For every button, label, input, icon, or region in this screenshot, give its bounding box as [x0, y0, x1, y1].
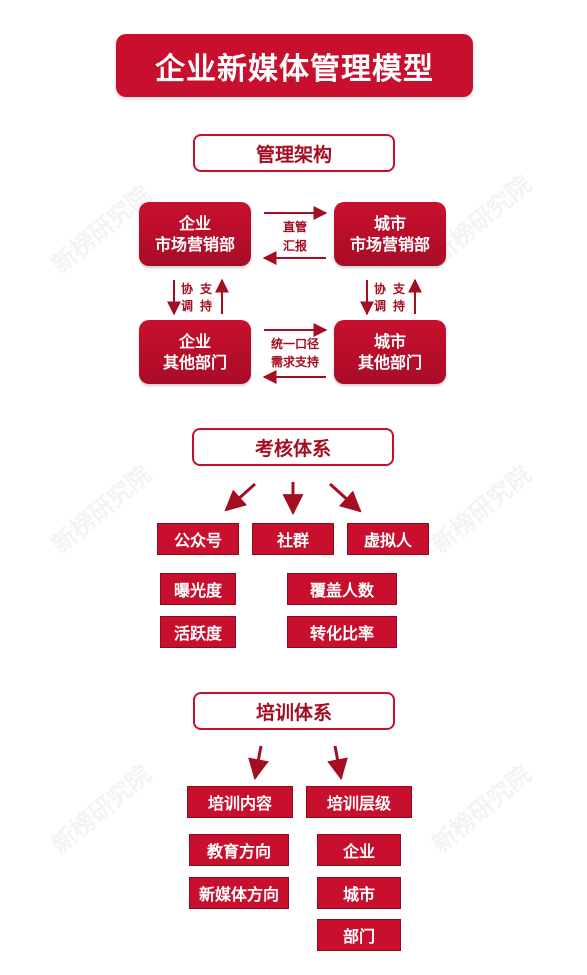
box-line: 城市: [373, 214, 406, 233]
label-char: 调: [181, 299, 194, 313]
category-training-level: 培训层级: [306, 786, 412, 818]
label-direct: 直管: [282, 220, 307, 234]
box-line: 市场营销部: [154, 235, 235, 254]
arrow-train-right: [327, 745, 348, 781]
section-header-management: 管理架构: [193, 134, 395, 172]
box-line: 企业: [178, 332, 211, 351]
label-char: 协: [374, 282, 387, 296]
label-char: 支: [200, 282, 213, 296]
box-enterprise-marketing: 企业 市场营销部: [139, 202, 251, 266]
box-line: 其他部门: [162, 353, 227, 372]
metric-activity: 活跃度: [160, 616, 236, 648]
label-unified: 统一口径: [270, 337, 319, 351]
label-coordinate-right: 协 调: [374, 281, 386, 315]
label-char: 协: [181, 282, 194, 296]
label-coordinate-left: 协 调: [181, 281, 193, 315]
box-line: 市场营销部: [349, 235, 430, 254]
content-education: 教育方向: [189, 834, 289, 866]
metric-exposure: 曝光度: [160, 573, 236, 605]
box-line: 其他部门: [357, 353, 422, 372]
metric-coverage: 覆盖人数: [287, 573, 397, 605]
section-header-assessment: 考核体系: [192, 428, 394, 466]
label-char: 支: [393, 282, 406, 296]
level-department: 部门: [317, 919, 401, 951]
label-char: 调: [374, 299, 387, 313]
label-char: 持: [200, 299, 213, 313]
box-city-marketing: 城市 市场营销部: [334, 202, 446, 266]
arrow-assess-right: [328, 482, 362, 513]
page-title: 企业新媒体管理模型: [116, 34, 473, 97]
box-enterprise-other: 企业 其他部门: [139, 320, 251, 384]
box-line: 城市: [373, 332, 406, 351]
section-header-training: 培训体系: [193, 692, 395, 730]
category-official-account: 公众号: [157, 523, 239, 555]
box-line: 企业: [178, 214, 211, 233]
metric-conversion: 转化比率: [287, 616, 397, 648]
box-city-other: 城市 其他部门: [334, 320, 446, 384]
category-virtual-human: 虚拟人: [347, 523, 429, 555]
content-new-media: 新媒体方向: [189, 877, 289, 909]
label-support-right: 支 持: [393, 281, 405, 315]
level-enterprise: 企业: [317, 834, 401, 866]
level-city: 城市: [317, 877, 401, 909]
category-community: 社群: [252, 523, 334, 555]
label-report: 汇报: [282, 239, 307, 253]
arrow-train-left: [248, 745, 269, 781]
label-support-left: 支 持: [200, 281, 212, 315]
arrow-assess-left: [224, 482, 257, 512]
label-needs-support: 需求支持: [270, 355, 319, 369]
category-training-content: 培训内容: [187, 786, 293, 818]
label-char: 持: [393, 299, 406, 313]
